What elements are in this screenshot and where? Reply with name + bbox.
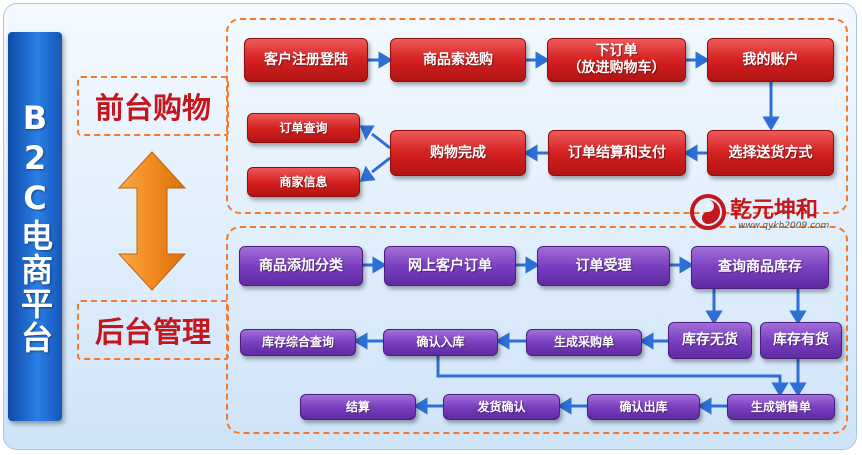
brand-swirl-icon [690,194,726,230]
step-confirm-outbound: 确认出库 [587,394,700,420]
step-out-of-stock: 库存无货 [668,322,752,359]
double-arrow-icon [117,151,187,291]
step-sales-order: 生成销售单 [727,394,835,420]
step-stock-query: 库存综合查询 [240,329,356,356]
step-settle: 结算 [300,394,416,420]
back-label-frame [77,300,229,360]
brand-name: 乾元坤和 [730,198,819,223]
step-place-order-line1: 下订单 [595,43,638,60]
back-section-label: 后台管理 [94,315,211,349]
step-browse: 商品索选购 [390,38,526,82]
front-arrows [359,51,780,182]
step-order-query: 订单查询 [247,113,360,143]
step-add-category: 商品添加分类 [239,246,363,286]
step-merchant-info: 商家信息 [247,167,360,197]
front-section-label: 前台购物 [94,91,211,125]
back-arrows [353,256,807,415]
step-online-orders: 网上客户订单 [384,246,516,286]
step-my-account: 我的账户 [707,38,834,82]
step-checkout: 订单结算和支付 [548,130,686,176]
step-delivery: 选择送货方式 [707,130,834,176]
step-in-stock: 库存有货 [760,322,842,359]
brand-url: www.qykh2009.com [738,221,830,231]
brand-logo: 乾元坤和 www.qykh2009.com [690,192,850,236]
step-place-order-line2: （放进购物车） [567,60,666,76]
front-label-frame [77,76,229,136]
step-accept-order: 订单受理 [537,246,670,286]
step-place-order: 下订单 （放进购物车） [547,38,686,82]
step-complete: 购物完成 [390,130,526,176]
step-purchase-order: 生成采购单 [526,329,642,356]
platform-title: B2C电商平台 [16,98,54,355]
step-check-stock: 查询商品库存 [691,246,829,289]
platform-sidebar: B2C电商平台 [8,32,62,421]
step-confirm-inbound: 确认入库 [383,329,498,356]
step-register: 客户注册登陆 [244,38,368,82]
step-confirm-shipping: 发货确认 [443,394,560,420]
